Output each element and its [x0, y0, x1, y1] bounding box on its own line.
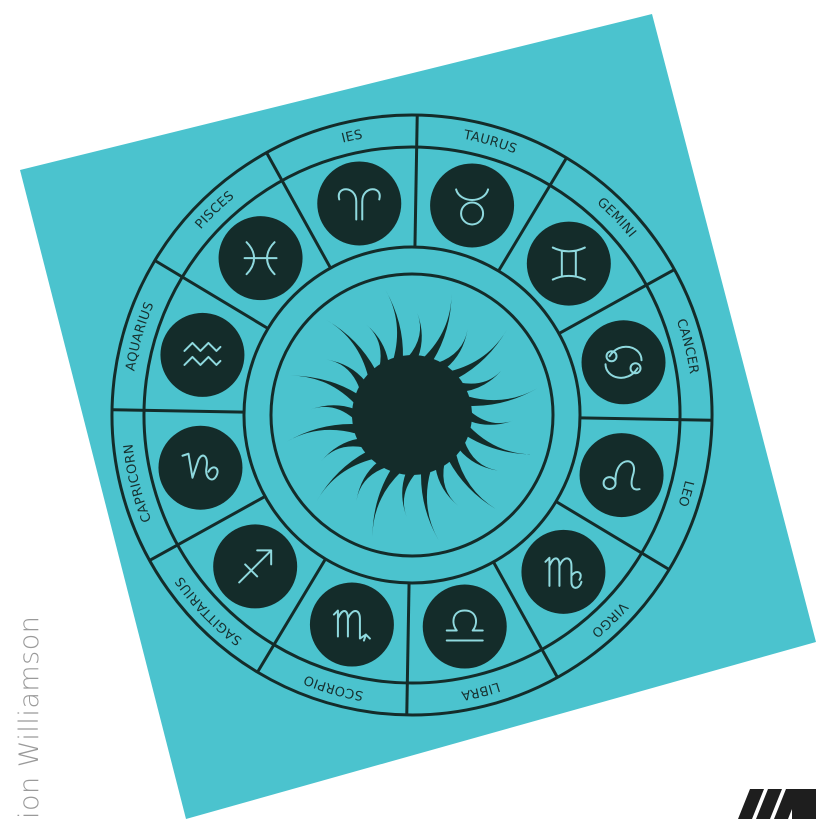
- leo-icon: [580, 433, 664, 517]
- aquarius-icon: [160, 313, 244, 397]
- photo-credit-caption: ion Williamson: [14, 616, 45, 819]
- taurus-icon: [430, 163, 514, 247]
- cancer-icon: [582, 320, 666, 404]
- pisces-icon: [219, 216, 303, 300]
- gemini-icon: [527, 222, 611, 306]
- libra-icon: [423, 585, 507, 669]
- sagittarius-icon: [213, 524, 297, 608]
- corner-logo: [730, 777, 816, 819]
- scorpio-icon: [310, 583, 394, 667]
- capricorn-icon: [158, 426, 242, 510]
- aries-icon: [317, 161, 401, 245]
- virgo-icon: [521, 530, 605, 614]
